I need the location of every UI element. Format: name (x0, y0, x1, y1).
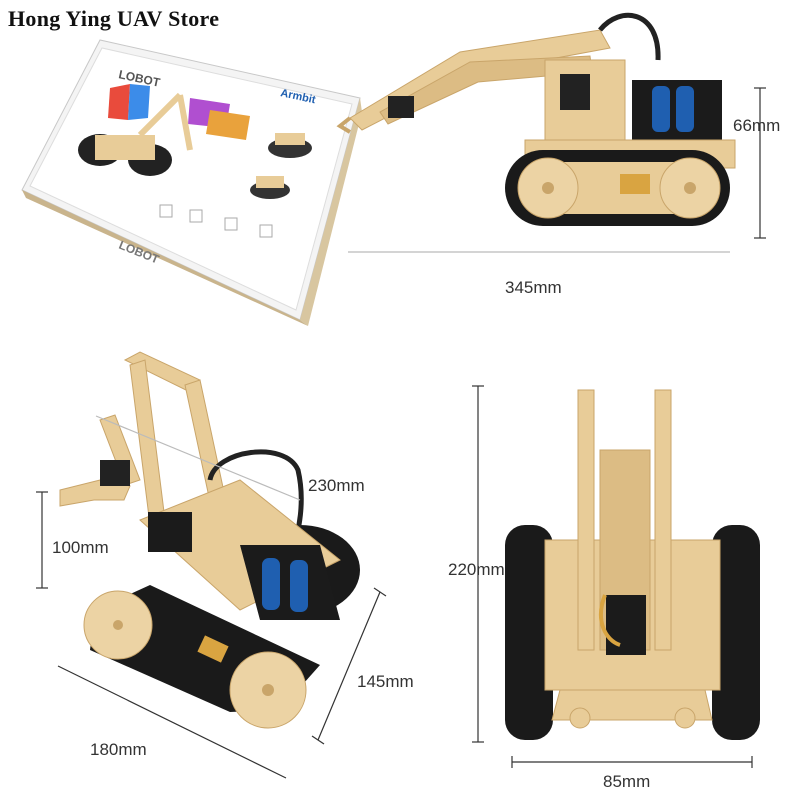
dim-left-length: 180mm (90, 740, 147, 759)
dimension-lines-top (348, 87, 766, 253)
battery-icon (652, 86, 670, 132)
dimension-lines-left (36, 415, 387, 779)
dim-left-diag: 230mm (308, 476, 365, 495)
dim-top-height: 66mm (733, 116, 781, 135)
robot-front-view (505, 389, 760, 740)
dim-left-width: 145mm (357, 672, 414, 691)
servo-icon (148, 512, 192, 552)
track (712, 525, 760, 740)
robot-iso-view (59, 351, 360, 729)
servo-icon (388, 96, 414, 118)
servo-icon (606, 595, 646, 655)
dim-right-width: 85mm (603, 772, 651, 791)
dim-left-height: 100mm (52, 538, 109, 557)
battery-icon (262, 558, 280, 610)
dimension-lines-right (472, 385, 753, 768)
track (505, 525, 553, 740)
robot-side-view (336, 12, 736, 226)
dim-right-height: 220mm (448, 560, 505, 579)
battery-icon (676, 86, 694, 132)
product-box: LOBOT Armbit LOBOT (21, 39, 362, 326)
battery-icon (290, 560, 308, 612)
store-title: Hong Ying UAV Store (8, 6, 220, 31)
dim-top-length: 345mm (505, 278, 562, 297)
